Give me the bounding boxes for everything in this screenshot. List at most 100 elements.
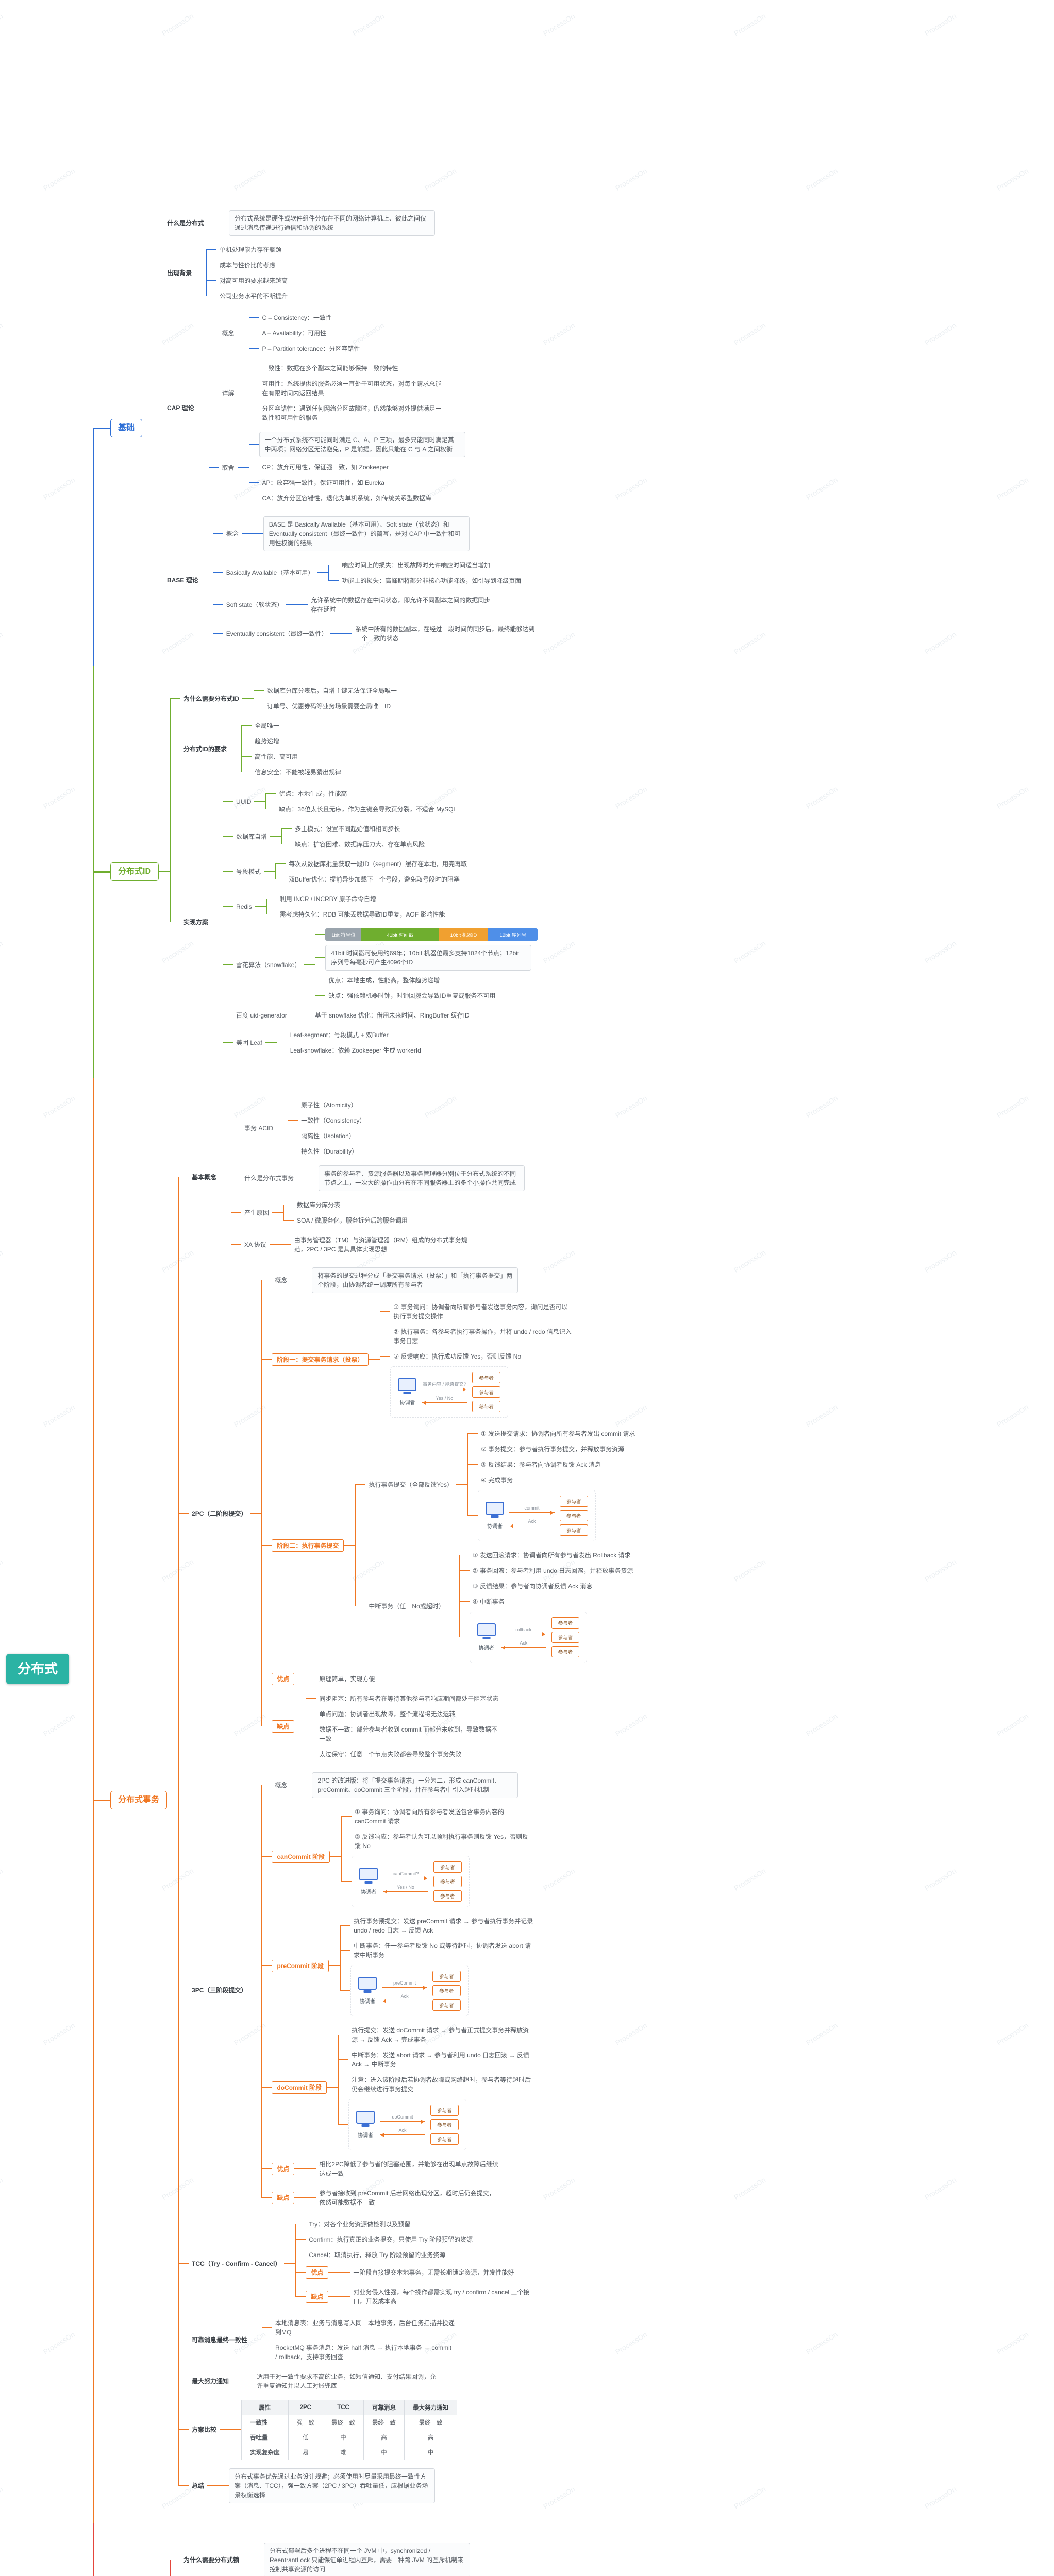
topic[interactable]: 单点问题：协调者出现故障，整个流程将无法运转 — [319, 1710, 456, 1718]
topic[interactable]: Leaf-snowflake：依赖 Zookeeper 生成 workerId — [290, 1046, 421, 1054]
topic[interactable]: 一阶段直接提交本地事务，无需长期锁定资源，并发性能好 — [353, 2268, 514, 2276]
topic[interactable]: ③ 反馈结果：参与者向协调者反馈 Ack 消息 — [480, 1461, 601, 1468]
topic[interactable]: 事务 ACID — [244, 1124, 274, 1132]
topic[interactable]: 取舍 — [222, 464, 235, 471]
topic[interactable]: 隔离性（Isolation） — [301, 1132, 355, 1140]
topic[interactable]: 数据库分库分表后，自增主键无法保证全局唯一 — [267, 687, 397, 694]
topic[interactable]: 优点：本地生成，性能高，整体趋势递增 — [328, 976, 440, 984]
paragraph-box[interactable]: 一个分布式系统不可能同时满足 C、A、P 三项，最多只能同时满足其中两项；网络分… — [259, 431, 465, 457]
topic[interactable]: 单机处理能力存在瓶颈 — [220, 246, 282, 253]
topic[interactable]: P – Partition tolerance：分区容错性 — [262, 345, 360, 352]
topic[interactable]: UUID — [236, 798, 252, 805]
topic[interactable]: ② 事务回滚：参与者利用 undo 日志回滚，并释放事务资源 — [472, 1567, 633, 1574]
topic[interactable]: 数据库自增 — [236, 833, 267, 840]
topic[interactable]: 趋势递增 — [255, 737, 280, 745]
topic[interactable]: 号段模式 — [236, 868, 261, 875]
topic[interactable]: 缺点：强依赖机器时钟，时钟回拨会导致ID重复或服务不可用 — [328, 992, 496, 999]
branch-topic[interactable]: 分布式ID — [110, 862, 159, 881]
topic[interactable]: 高性能、高可用 — [255, 753, 298, 760]
topic[interactable]: 太过保守：任意一个节点失败都会导致整个事务失败 — [319, 1750, 462, 1758]
topic[interactable]: ① 事务询问：协调者向所有参与者发送包含事务内容的 canCommit 请求 — [355, 1808, 505, 1825]
topic[interactable]: 本地消息表：业务与消息写入同一本地事务，后台任务扫描并投递到MQ — [275, 2319, 455, 2336]
topic[interactable]: 美团 Leaf — [236, 1039, 262, 1046]
topic[interactable]: 2PC（二阶段提交） — [192, 1510, 247, 1517]
topic[interactable]: ④ 中断事务 — [472, 1598, 505, 1605]
topic[interactable]: 同步阻塞：所有参与者在等待其他参与者响应期间都处于阻塞状态 — [319, 1694, 499, 1702]
paragraph-box[interactable]: 41bit 时间戳可使用约69年；10bit 机器位最多支持1024个节点；12… — [325, 944, 532, 971]
paragraph-box[interactable]: 分布式事务优先通过业务设计规避；必须使用时尽量采用最终一致性方案（消息、TCC）… — [229, 2468, 436, 2503]
topic[interactable]: Cancel：取消执行，释放 Try 阶段预留的业务资源 — [309, 2251, 446, 2259]
root-topic[interactable]: 分布式 — [6, 1654, 70, 1685]
topic[interactable]: 中断事务（任一No或超时） — [369, 1602, 445, 1610]
topic[interactable]: 参与者接收到 preCommit 后若网络出现分区，超时后仍会提交，依然可能数据… — [319, 2189, 495, 2206]
topic[interactable]: 概念 — [275, 1276, 288, 1284]
topic[interactable]: 缺点：36位太长且无序，作为主键会导致页分裂，不适合 MySQL — [279, 805, 457, 813]
topic[interactable]: 订单号、优惠券码等业务场景需要全局唯一ID — [267, 702, 391, 710]
topic[interactable]: 出现背景 — [167, 269, 192, 277]
topic[interactable]: 适用于对一致性要求不高的业务，如短信通知、支付结果回调，允许重复通知并以人工对账… — [257, 2372, 437, 2389]
topic[interactable]: ③ 反馈结果：参与者向协调者反馈 Ack 消息 — [472, 1582, 593, 1590]
topic[interactable]: 利用 INCR / INCRBY 原子命令自增 — [279, 895, 376, 903]
topic[interactable]: 每次从数据库批量获取一段ID（segment）缓存在本地，用完再取 — [289, 860, 467, 868]
topic[interactable]: 全局唯一 — [255, 722, 280, 730]
topic[interactable]: 中断事务：发送 abort 请求 → 参与者利用 undo 日志回滚 → 反馈 … — [352, 2051, 529, 2068]
topic[interactable]: 一致性（Consistency） — [301, 1116, 366, 1124]
topic[interactable]: ② 反馈响应：参与者认为可以顺利执行事务则反馈 Yes，否则反馈 No — [355, 1833, 529, 1850]
topic[interactable]: AP：放弃强一致性，保证可用性，如 Eureka — [262, 479, 384, 486]
topic[interactable]: 为什么需要分布式锁 — [183, 2556, 240, 2564]
topic[interactable]: 总结 — [192, 2482, 205, 2489]
topic[interactable]: 概念 — [226, 530, 239, 537]
topic[interactable]: 对业务侵入性强，每个操作都需实现 try / confirm / cancel … — [353, 2288, 530, 2305]
topic[interactable]: C – Consistency：一致性 — [262, 314, 332, 321]
topic[interactable]: 百度 uid-generator — [236, 1011, 287, 1019]
paragraph-box[interactable]: BASE 是 Basically Available（基本可用）、Soft st… — [263, 516, 470, 551]
paragraph-box[interactable]: 2PC 的改进版：将「提交事务请求」一分为二，形成 canCommit、preC… — [312, 1772, 518, 1798]
topic[interactable]: 为什么需要分布式ID — [183, 694, 240, 702]
topic[interactable]: Eventually consistent（最终一致性） — [226, 630, 328, 637]
topic[interactable]: 持久性（Durability） — [301, 1147, 358, 1155]
topic[interactable]: Leaf-segment：号段模式 + 双Buffer — [290, 1031, 389, 1039]
topic[interactable]: 中断事务：任一参与者反馈 No 或等待超时，协调者发送 abort 请求中断事务 — [354, 1942, 531, 1959]
topic[interactable]: 基本概念 — [192, 1173, 217, 1181]
topic[interactable]: CA：放弃分区容错性，退化为单机系统，如传统关系型数据库 — [262, 494, 432, 502]
topic[interactable]: 原子性（Atomicity） — [301, 1101, 357, 1109]
topic[interactable]: RocketMQ 事务消息：发送 half 消息 → 执行本地事务 → comm… — [275, 2344, 452, 2361]
topic[interactable]: 概念 — [275, 1781, 288, 1789]
topic[interactable]: 基于 snowflake 优化：借用未来时间、RingBuffer 缓存ID — [314, 1011, 470, 1019]
topic[interactable]: Basically Available（基本可用） — [226, 569, 314, 577]
topic[interactable]: A – Availability：可用性 — [262, 329, 327, 337]
topic[interactable]: 实现方案 — [183, 918, 209, 926]
topic[interactable]: 双Buffer优化：提前异步加载下一个号段，避免取号段时的阻塞 — [289, 875, 460, 883]
topic[interactable]: 允许系统中的数据存在中间状态，即允许不同副本之间的数据同步存在延时 — [311, 596, 491, 613]
topic[interactable]: CAP 理论 — [167, 404, 194, 412]
topic[interactable]: 雪花算法（snowflake） — [236, 961, 301, 969]
topic[interactable]: 产生原因 — [244, 1209, 270, 1216]
topic[interactable]: 执行提交：发送 doCommit 请求 → 参与者正式提交事务并释放资源 → 反… — [352, 2026, 529, 2043]
phase-tag[interactable]: 阶段一：提交事务请求（投票） — [272, 1353, 369, 1366]
topic[interactable]: 什么是分布式 — [167, 219, 205, 227]
topic[interactable]: 什么是分布式事务 — [244, 1174, 294, 1182]
phase-tag[interactable]: preCommit 阶段 — [272, 1959, 329, 1972]
paragraph-box[interactable]: 将事务的提交过程分成「提交事务请求（投票）」和「执行事务提交」两个阶段，由协调者… — [312, 1267, 518, 1293]
topic[interactable]: ① 发送回滚请求：协调者向所有参与者发出 Rollback 请求 — [472, 1551, 631, 1559]
paragraph-box[interactable]: 事务的参与者、资源服务器以及事务管理器分别位于分布式系统的不同节点之上，一次大的… — [319, 1165, 525, 1191]
topic[interactable]: Soft state（软状态） — [226, 601, 283, 608]
topic[interactable]: BASE 理论 — [167, 576, 198, 584]
phase-tag[interactable]: 缺点 — [272, 1720, 295, 1733]
topic[interactable]: 需考虑持久化：RDB 可能丢数据导致ID重复，AOF 影响性能 — [279, 910, 445, 918]
topic[interactable]: 缺点：扩容困难、数据库压力大、存在单点风险 — [295, 840, 425, 848]
topic[interactable]: XA 协议 — [244, 1241, 266, 1248]
topic[interactable]: 可靠消息最终一致性 — [192, 2336, 248, 2344]
topic[interactable]: ② 执行事务：各参与者执行事务操作，并将 undo / redo 信息记入事务日… — [393, 1328, 572, 1345]
topic[interactable]: 分区容错性：遇到任何网络分区故障时，仍然能够对外提供满足一致性和可用性的服务 — [262, 404, 442, 421]
topic[interactable]: 可用性：系统提供的服务必须一直处于可用状态，对每个请求总能在有限时间内返回结果 — [262, 380, 442, 397]
phase-tag[interactable]: 缺点 — [272, 2191, 295, 2204]
topic[interactable]: 多主模式：设置不同起始值和相同步长 — [295, 825, 400, 833]
paragraph-box[interactable]: 分布式部署后多个进程不在同一个 JVM 中，synchronized / Ree… — [264, 2542, 471, 2576]
topic[interactable]: ① 发送提交请求：协调者向所有参与者发出 commit 请求 — [480, 1430, 635, 1437]
topic[interactable]: CP：放弃可用性，保证强一致，如 Zookeeper — [262, 463, 389, 471]
branch-topic[interactable]: 基础 — [110, 418, 143, 437]
topic[interactable]: 原理简单，实现方便 — [319, 1675, 375, 1683]
topic[interactable]: 注意：进入该阶段后若协调者故障或网络超时，参与者等待超时后仍会继续进行事务提交 — [352, 2076, 531, 2093]
topic[interactable]: SOA / 微服务化，服务拆分后跨服务调用 — [297, 1216, 408, 1224]
